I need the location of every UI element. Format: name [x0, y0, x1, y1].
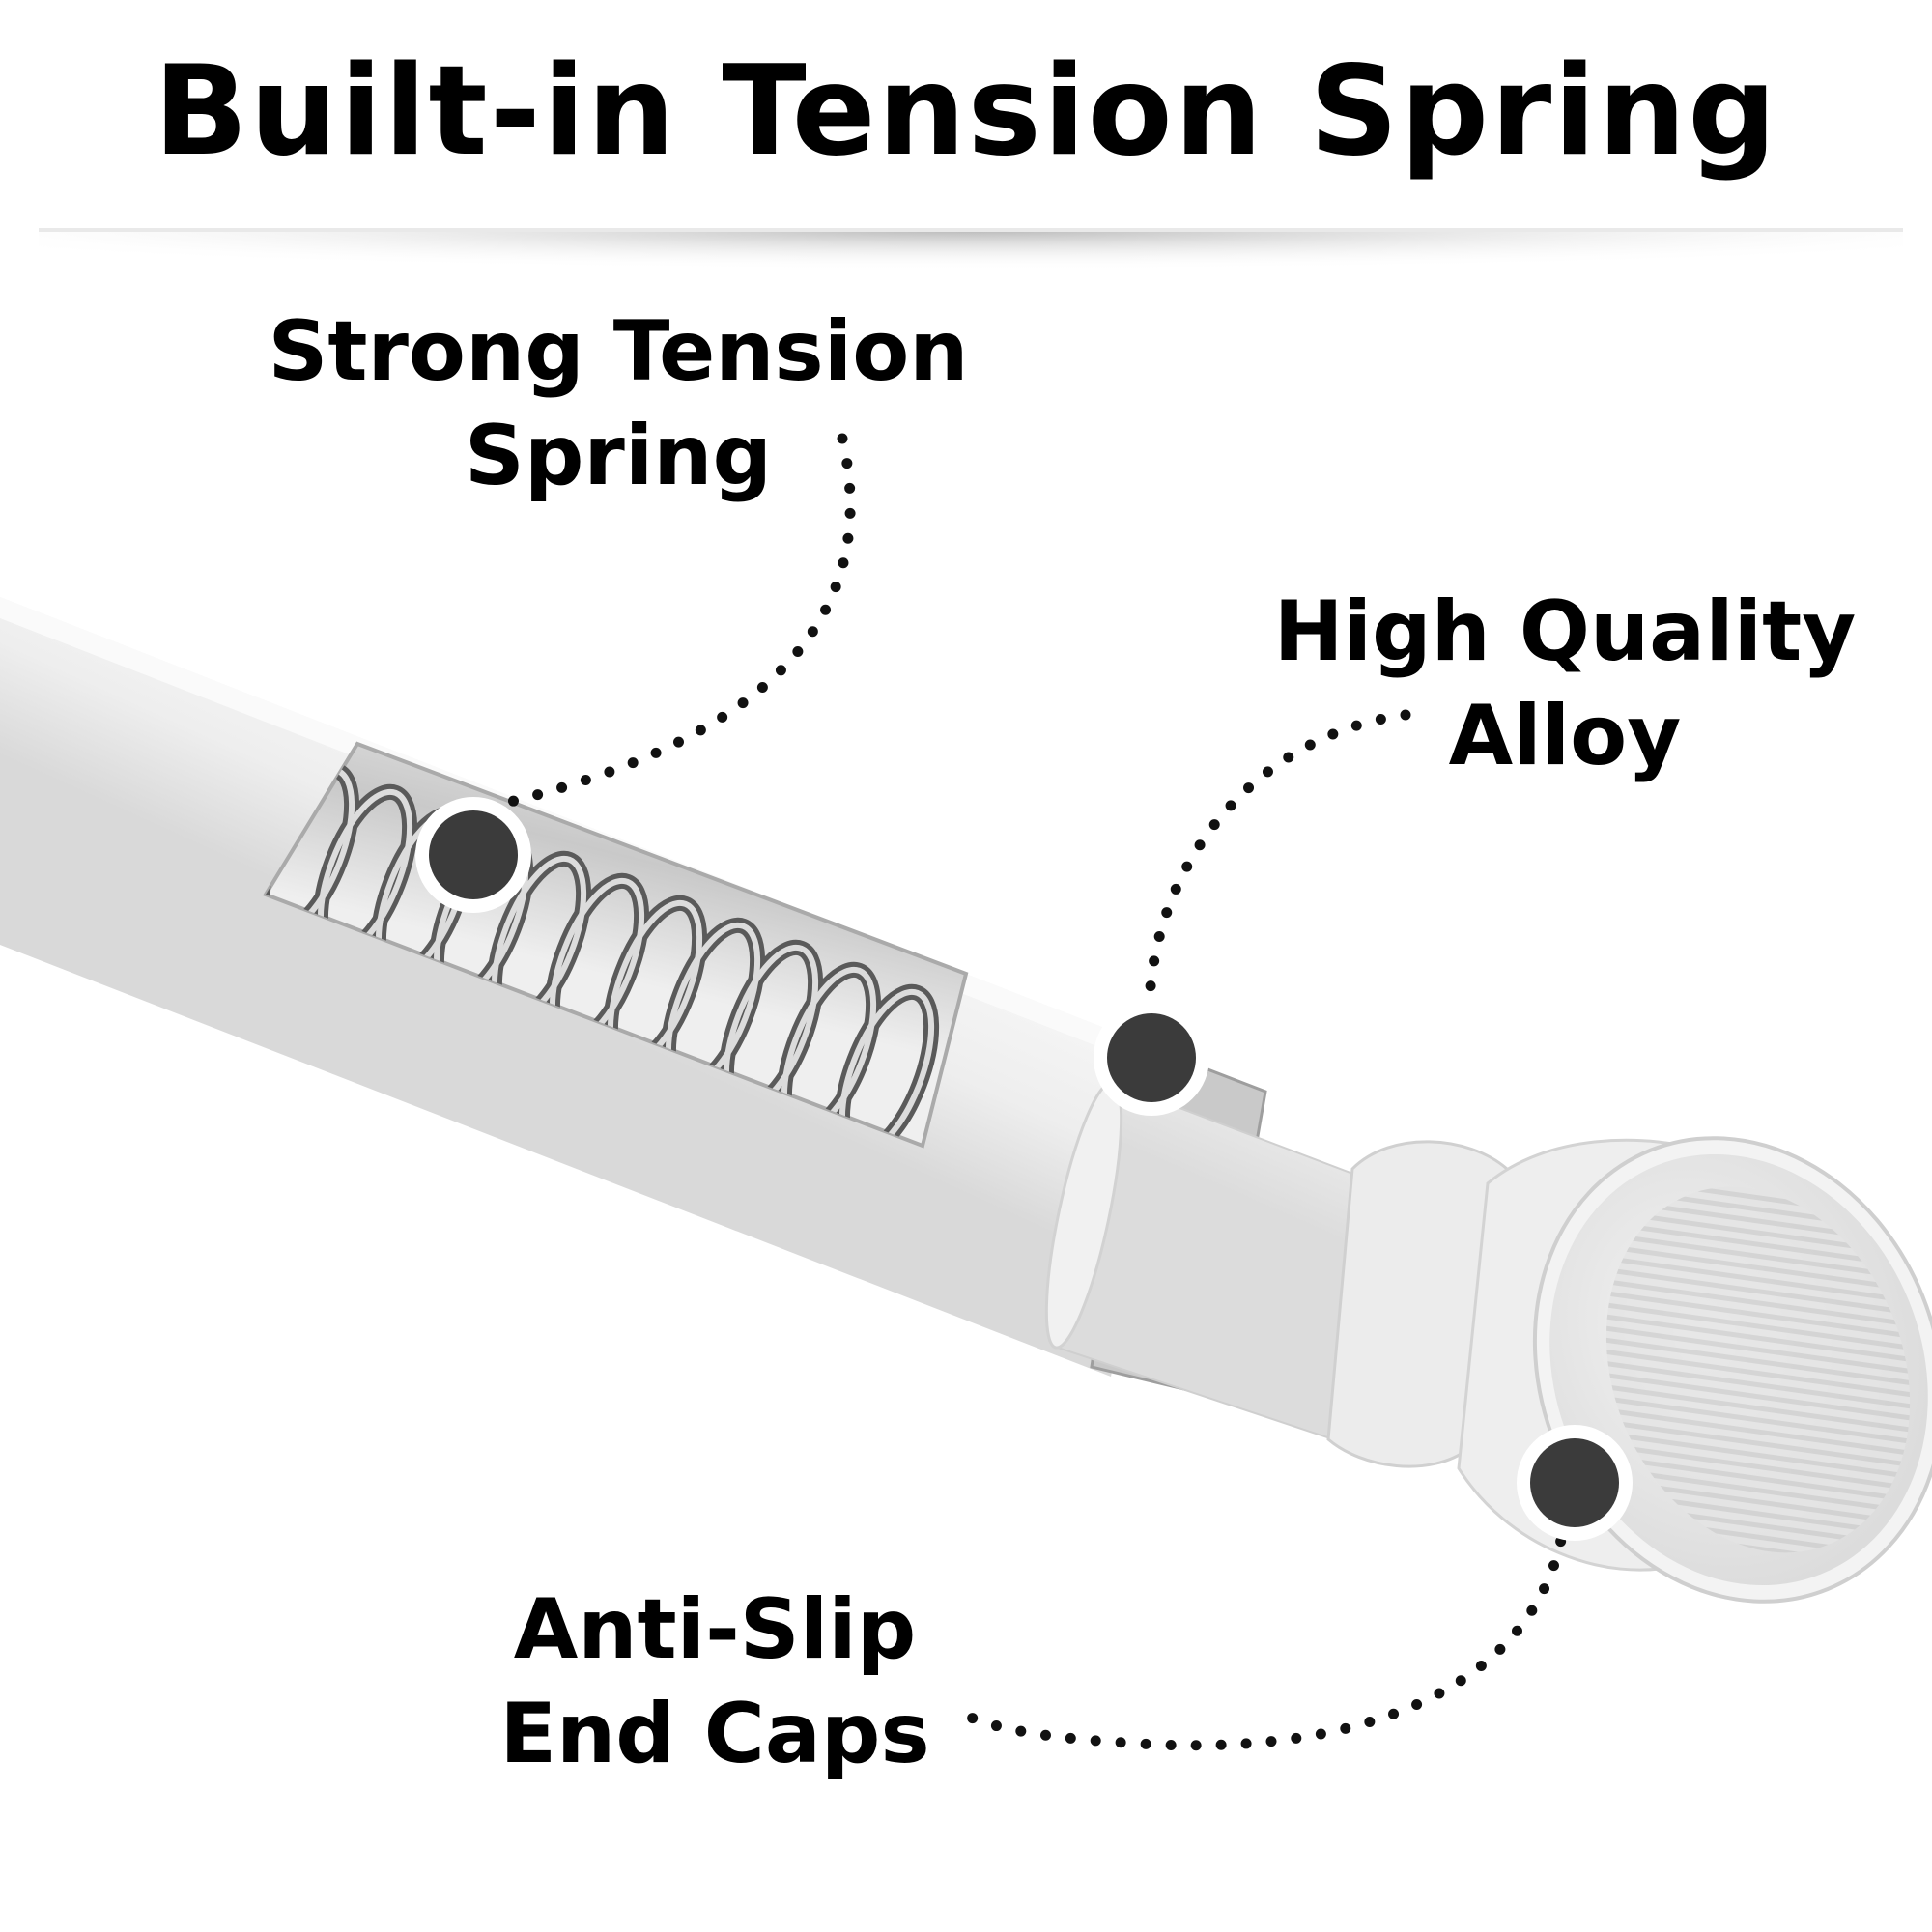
- callout-high-quality-alloy: High Quality Alloy: [1256, 580, 1874, 788]
- page-title: Built-in Tension Spring: [154, 40, 1778, 184]
- callout-dot-icon: [1094, 1000, 1209, 1116]
- callout-line: High Quality: [1273, 583, 1857, 680]
- header-divider: [39, 228, 1903, 232]
- anti-slip-texture: [1605, 1186, 1911, 1553]
- leader-line-caps: [951, 1511, 1571, 1751]
- callout-line: Anti-Slip: [513, 1581, 917, 1678]
- callout-line: Strong Tension: [268, 303, 969, 400]
- leader-lines: [497, 433, 1571, 1751]
- callout-strong-tension-spring: Strong Tension Spring: [232, 299, 1005, 508]
- callout-line: End Caps: [499, 1686, 930, 1782]
- callout-dot-icon: [415, 797, 531, 913]
- callout-dot-icon: [1517, 1425, 1633, 1541]
- callout-line: Spring: [464, 408, 773, 504]
- callout-anti-slip-end-caps: Anti-Slip End Caps: [425, 1577, 1005, 1786]
- leader-line-spring: [497, 433, 856, 810]
- header-shadow: [39, 230, 1903, 298]
- callout-line: Alloy: [1448, 688, 1682, 784]
